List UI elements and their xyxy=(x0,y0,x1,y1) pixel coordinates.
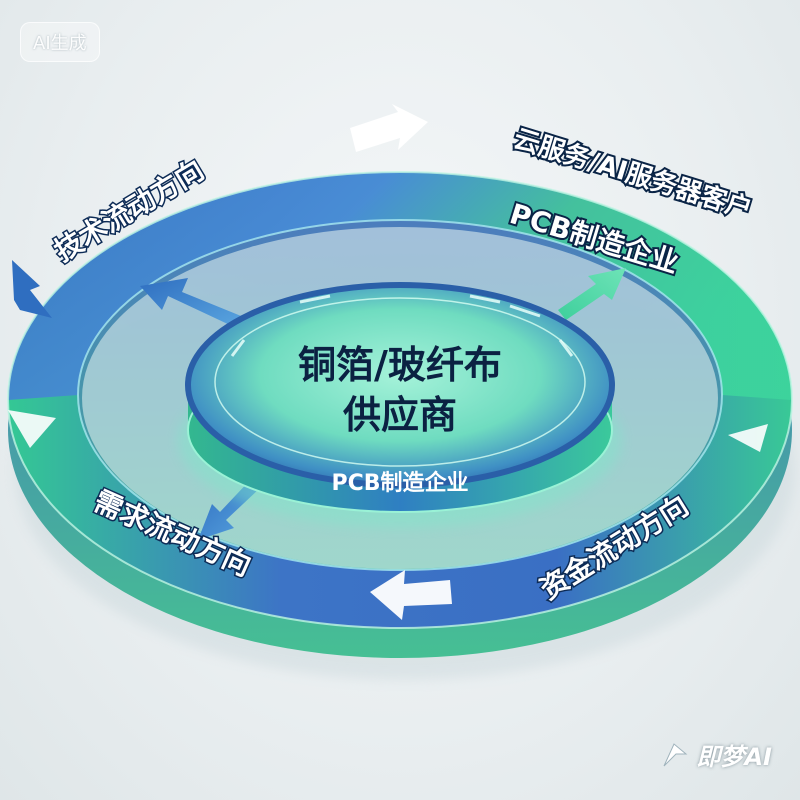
feather-logo-icon xyxy=(664,742,688,766)
hub-title-line2: 供应商 xyxy=(343,393,457,437)
hub-top xyxy=(188,285,612,485)
hub-title-line1: 铜箔/玻纤布 xyxy=(298,343,502,387)
arrow-bottom-left-icon xyxy=(370,570,452,620)
hub-subtitle: PCB制造企业 xyxy=(331,470,468,496)
hub-inner-rim xyxy=(214,297,586,467)
arrow-left-down-icon xyxy=(8,260,56,448)
arrow-right-up-icon xyxy=(728,424,768,452)
arrow-top-right-icon xyxy=(350,104,428,152)
hub-arrow-pcb-icon xyxy=(558,268,626,320)
watermark: 即梦AI xyxy=(660,737,772,772)
hub-tech-marks xyxy=(230,294,574,357)
hub-top-rim xyxy=(185,282,615,488)
ai-generated-badge: AI生成 xyxy=(20,22,100,62)
hub-arrow-tech-icon xyxy=(140,278,246,326)
outer-ring-edge xyxy=(7,171,793,629)
outer-ring-band-upper xyxy=(8,172,792,400)
inner-ring-edge xyxy=(77,219,723,571)
watermark-text: 即梦AI xyxy=(696,743,772,771)
